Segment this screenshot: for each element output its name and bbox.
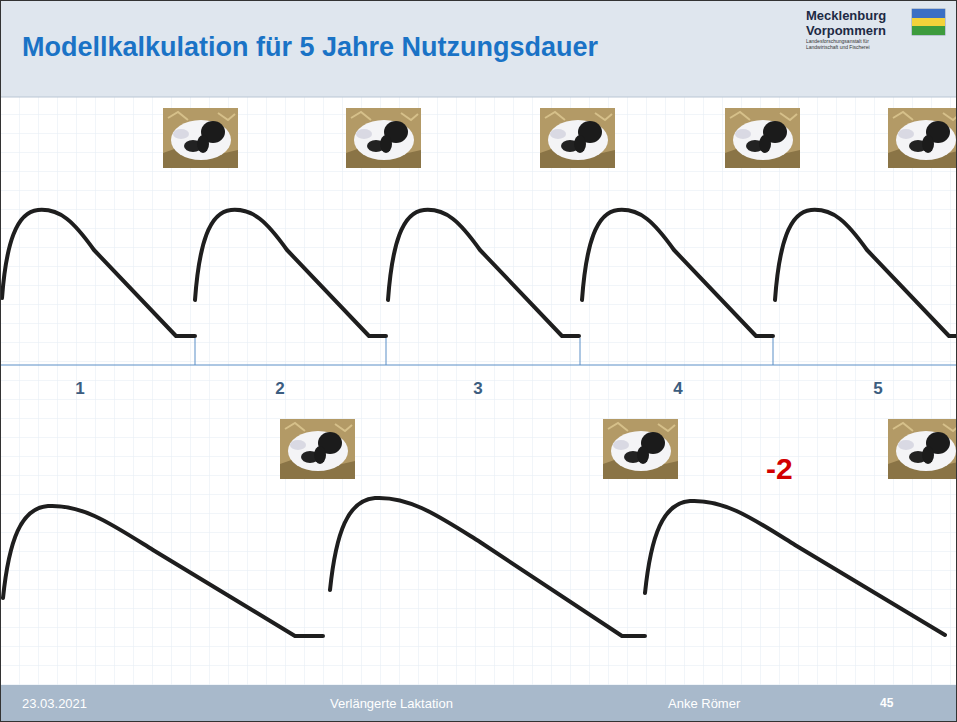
page-number: 45 [880,697,893,710]
header-band [0,0,957,97]
year-number: 3 [473,380,482,399]
footer-topic: Verlängerte Laktation [330,697,453,711]
logo-flag [912,9,945,35]
lactation-curves-top [2,210,957,336]
logo-subtitle: Landesforschungsanstalt für [806,39,869,45]
year-number: 5 [873,380,882,399]
footer-band [0,685,957,722]
footer-author: Anke Römer [668,697,740,711]
slide-title: Modellkalkulation für 5 Jahre Nutzungsda… [22,33,598,63]
calf-difference: -2 [766,452,793,485]
logo-text: Vorpommern [806,24,886,38]
logo-subtitle: Landwirtschaft und Fischerei [806,45,870,51]
year-number: 1 [75,380,84,399]
calf-photos [163,108,957,479]
footer-date: 23.03.2021 [22,697,87,711]
calving-dividers [0,338,957,365]
year-number: 4 [673,380,682,399]
lactation-curves-bottom [3,498,945,636]
logo-text: Mecklenburg [806,9,886,23]
year-number: 2 [275,380,284,399]
